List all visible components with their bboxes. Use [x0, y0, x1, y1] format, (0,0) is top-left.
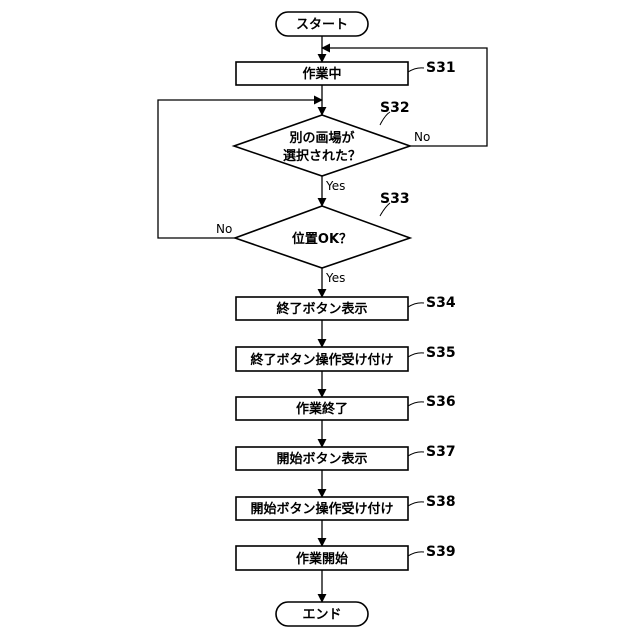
- decision-s33: 位置OK？: [235, 206, 410, 268]
- s31-label: 作業中: [302, 66, 341, 82]
- step-label-s33: S33: [380, 191, 410, 207]
- start-label: スタート: [296, 18, 348, 33]
- step-label-s37: S37: [426, 444, 456, 460]
- process-s36: 作業終了: [236, 397, 408, 420]
- step-label-s31: S31: [426, 60, 456, 76]
- step-label-s39: S39: [426, 544, 456, 560]
- s32-label-line1: 別の画場が: [288, 130, 354, 146]
- s33-yes-label: Yes: [325, 271, 345, 285]
- step-label-s38: S38: [426, 494, 456, 510]
- s32-label-line2: 選択された？: [283, 148, 361, 164]
- step-label-s35: S35: [426, 345, 456, 361]
- s35-label: 終了ボタン操作受け付け: [250, 352, 393, 368]
- step-label-s36: S36: [426, 394, 456, 410]
- s36-label: 作業終了: [296, 401, 348, 417]
- start-terminal: スタート: [276, 12, 368, 36]
- s37-label: 開始ボタン表示: [276, 451, 367, 467]
- s38-label: 開始ボタン操作受け付け: [250, 501, 393, 517]
- s34-label: 終了ボタン表示: [276, 301, 367, 317]
- process-s35: 終了ボタン操作受け付け: [236, 347, 408, 371]
- s32-no-label: No: [414, 130, 430, 144]
- s33-no-label: No: [216, 222, 232, 236]
- process-s31: 作業中: [236, 62, 408, 85]
- process-s39: 作業開始: [236, 546, 408, 570]
- process-s37: 開始ボタン表示: [236, 447, 408, 470]
- process-s34: 終了ボタン表示: [236, 297, 408, 320]
- step-label-s34: S34: [426, 295, 456, 311]
- s39-label: 作業開始: [296, 551, 348, 567]
- end-label: エンド: [302, 608, 341, 623]
- process-s38: 開始ボタン操作受け付け: [236, 497, 408, 520]
- decision-s32: 別の画場が 選択された？: [234, 115, 410, 176]
- step-label-s32: S32: [380, 100, 410, 116]
- s33-label: 位置OK？: [292, 231, 352, 247]
- end-terminal: エンド: [276, 602, 368, 626]
- s32-yes-label: Yes: [325, 179, 345, 193]
